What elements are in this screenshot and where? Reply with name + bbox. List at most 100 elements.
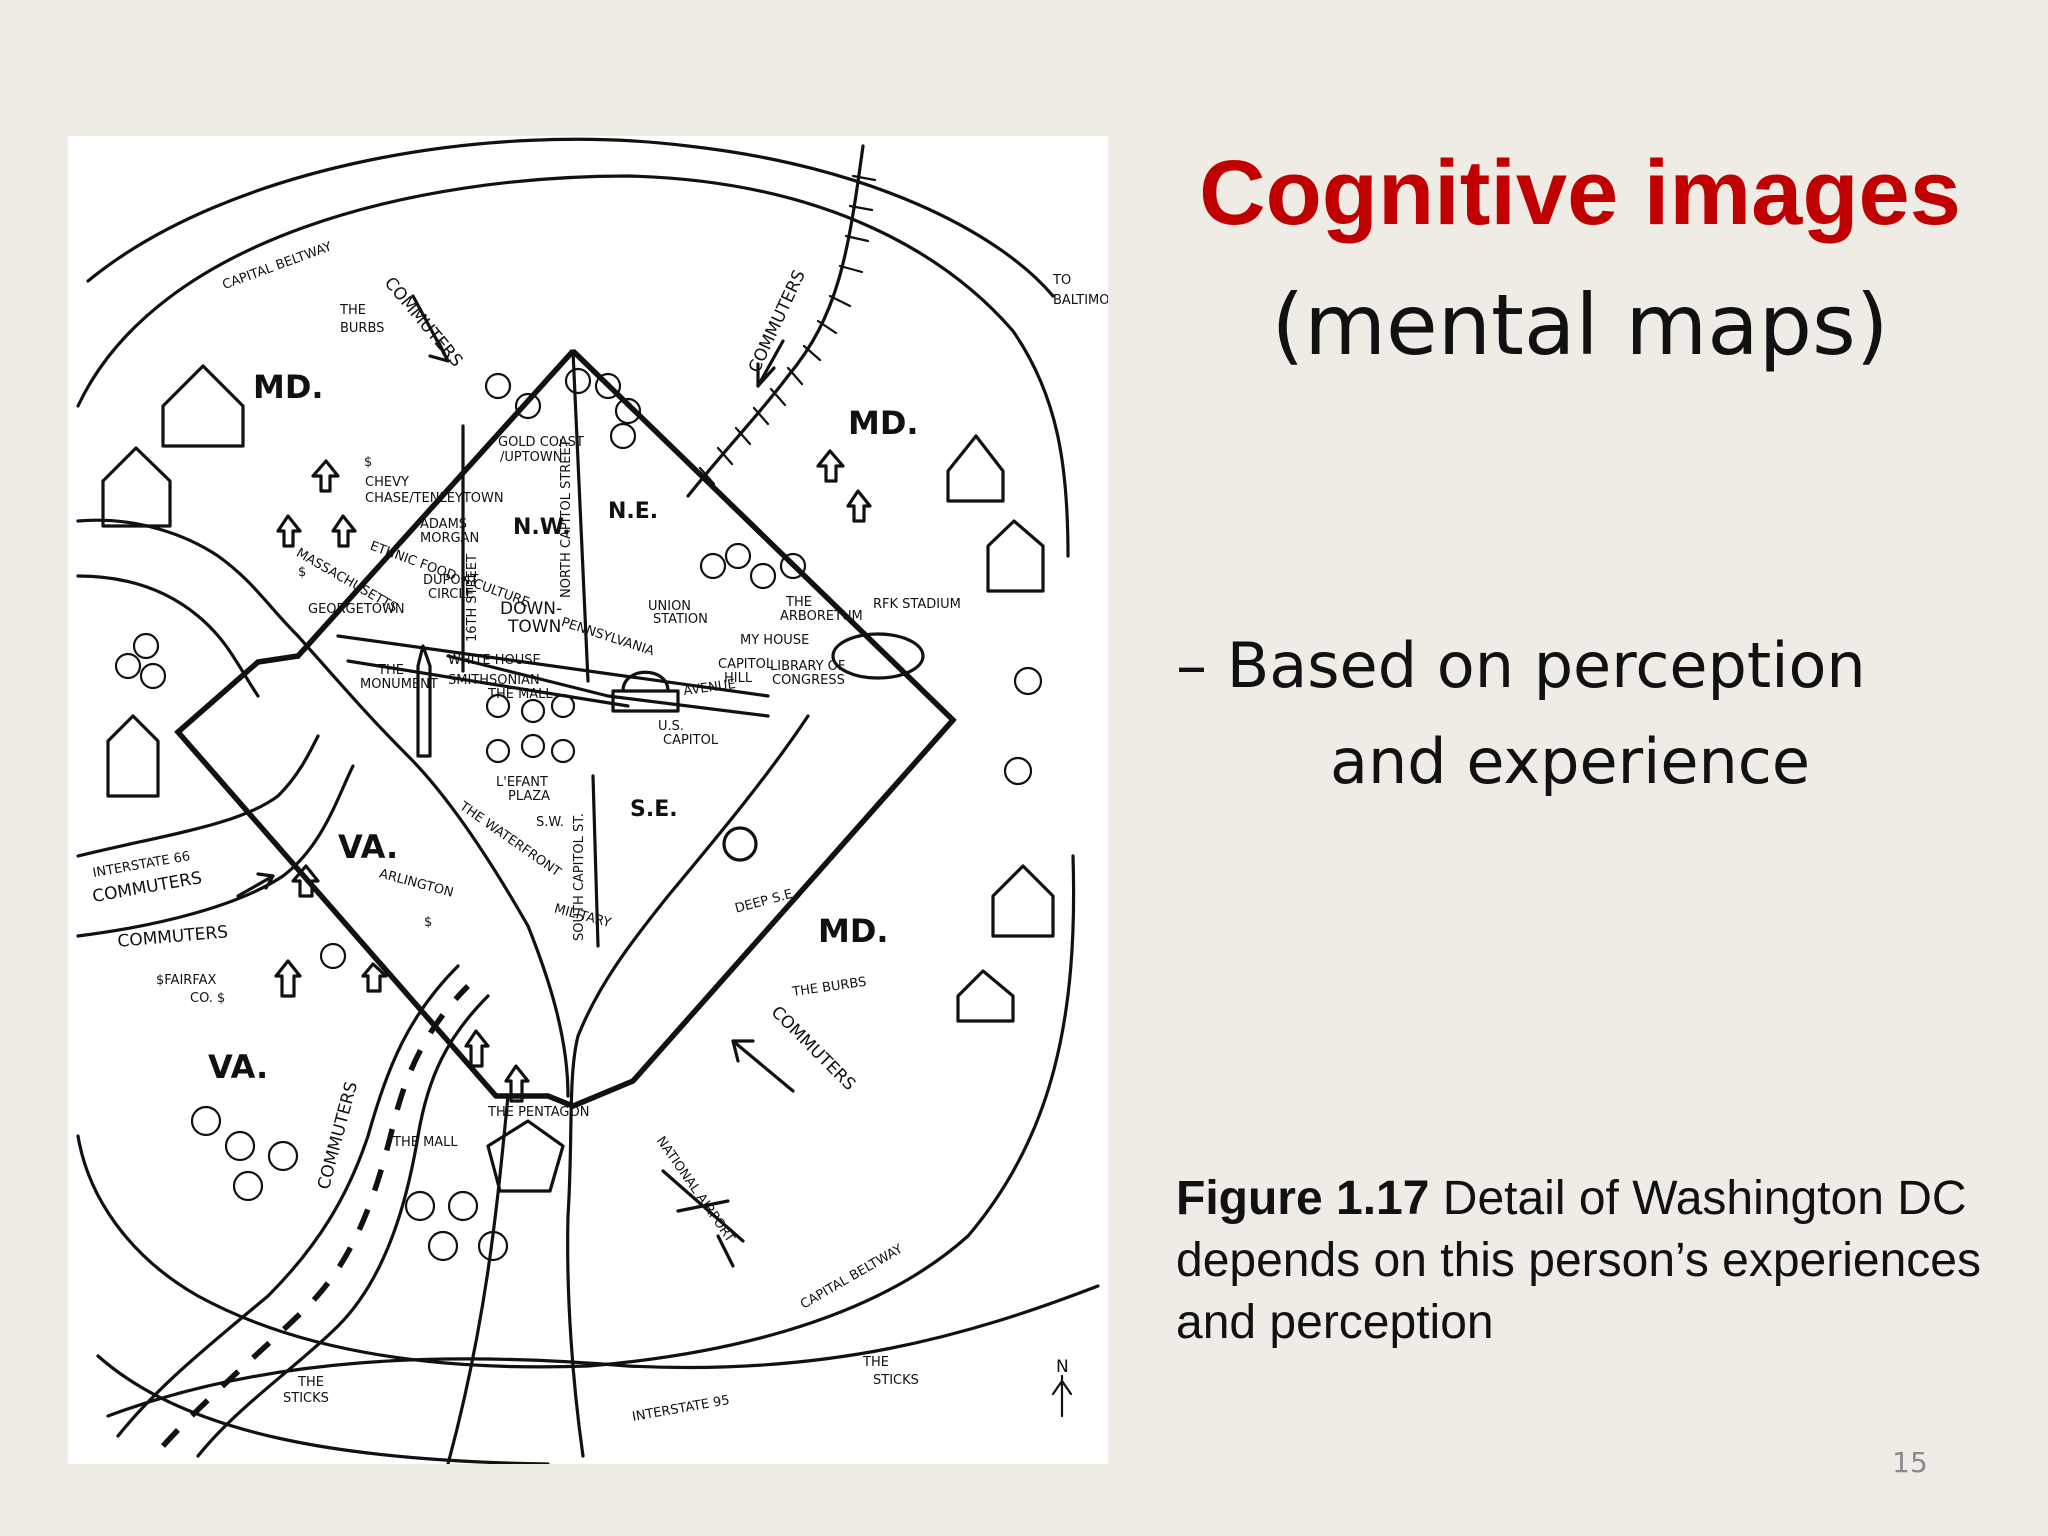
label-pentagon: THE PENTAGON	[487, 1105, 589, 1120]
label-fairfax-2: CO. $	[190, 991, 225, 1006]
label-gold-coast-2: /UPTOWN	[500, 450, 563, 465]
label-gold-coast-1: GOLD COAST	[498, 435, 584, 450]
railroad-line	[686, 144, 865, 498]
label-the-burbs-2: BURBS	[340, 321, 384, 336]
label-union-station-2: STATION	[653, 612, 708, 627]
label-white-house: WHITE HOUSE	[448, 653, 541, 668]
capital-beltway-inner	[76, 174, 1070, 558]
label-capitol-hill-2: HILL	[724, 671, 753, 686]
pennsylvania-avenue	[446, 654, 770, 718]
label-arlington: ARLINGTON	[377, 866, 455, 900]
label-monument-1: THE	[377, 663, 404, 678]
potomac-river-south	[526, 924, 570, 1098]
river-trunk-left	[446, 1094, 510, 1464]
pentagon-icon	[486, 1119, 565, 1193]
label-ne: N.E.	[608, 499, 658, 524]
label-interstate95: INTERSTATE 95	[631, 1393, 731, 1425]
label-my-house: MY HOUSE	[740, 633, 809, 648]
label-the-sticks-left-1: THE	[297, 1375, 324, 1390]
label-library-2: CONGRESS	[772, 673, 845, 688]
capitol-icon	[611, 670, 680, 713]
bullet-line-2: and experience	[1330, 725, 1810, 798]
label-lenfant-1: L'EFANT	[496, 775, 548, 790]
rfk-stadium-icon	[831, 632, 925, 680]
capital-beltway-outer	[86, 137, 1055, 298]
interstate-66-south	[76, 764, 355, 938]
airplane-icon	[661, 1169, 745, 1268]
national-mall	[336, 634, 770, 698]
anacostia-river	[566, 714, 810, 1458]
capital-beltway-lower	[76, 854, 1076, 1369]
label-pennsylvania: PENNSYLVANIA	[559, 615, 656, 659]
label-commuters-va: COMMUTERS	[314, 1080, 362, 1192]
label-north-capitol: NORTH CAPITOL STREET	[559, 439, 574, 598]
railroad-ties	[698, 174, 877, 486]
interstate-95	[106, 1284, 1100, 1418]
label-the-sticks-left-2: STICKS	[283, 1391, 329, 1406]
label-the-burbs-1: THE	[339, 303, 366, 318]
caption-label: Figure 1.17	[1176, 1172, 1430, 1225]
va-highway-dashes	[160, 984, 470, 1448]
commuters-arrow-nw	[411, 294, 450, 363]
label-lenfant-2: PLAZA	[508, 789, 550, 804]
label-to-baltimore-1: TO	[1052, 273, 1071, 288]
label-adams-morgan-2: MORGAN	[420, 531, 479, 546]
label-dollar-3: $	[424, 915, 432, 930]
caption-text: Detail of Washington DC depends on this …	[1176, 1172, 1981, 1349]
label-va-inner: VA.	[338, 828, 398, 866]
label-library-1: LIBRARY OF	[770, 659, 845, 674]
slide-title: Cognitive images	[1199, 142, 1961, 244]
north-arrow-icon	[1051, 1374, 1073, 1418]
monument-icon	[416, 644, 432, 758]
label-md-nw: MD.	[253, 368, 324, 406]
commuters-arrow-i66	[236, 872, 275, 898]
north-capitol-street	[571, 349, 590, 683]
label-the-burbs-se: THE BURBS	[790, 975, 867, 1000]
label-to-baltimore-2: BALTIMORE	[1053, 293, 1108, 308]
label-dollar-2: $	[298, 565, 306, 580]
label-georgetown: GEORGETOWN	[308, 602, 405, 617]
potomac-river-east-bank	[76, 574, 260, 698]
interstate-66-north	[76, 734, 320, 858]
label-us-capitol-2: CAPITOL	[663, 733, 719, 748]
label-smithsonian: SMITHSONIAN	[448, 673, 540, 688]
label-the-sticks-right-2: STICKS	[873, 1373, 919, 1388]
bullet-line-1: Based on perception	[1226, 629, 1866, 702]
label-the-mall: THE MALL	[487, 687, 553, 702]
label-arboretum-1: THE	[785, 595, 812, 610]
label-sixteenth-street: 16TH STREET	[465, 554, 480, 642]
label-dupont-circle-2: CIRCLE	[428, 587, 474, 602]
label-md-se: MD.	[818, 912, 889, 950]
label-dupont-circle-1: DUPONT	[423, 573, 478, 588]
label-fairfax-1: $FAIRFAX	[156, 973, 216, 988]
house-icons	[101, 364, 1055, 1103]
va-highway-east	[196, 994, 490, 1458]
label-se: S.E.	[630, 797, 678, 822]
south-capitol-street	[591, 774, 600, 948]
label-us-capitol-1: U.S.	[658, 719, 684, 734]
mental-map-figure: CAPITAL BELTWAY TO BALTIMORE THE BURBS C…	[68, 136, 1108, 1464]
label-national-airport: NATIONAL AIRPORT	[653, 1134, 737, 1245]
label-arboretum-2: ARBORETUM	[780, 609, 863, 624]
label-sw: S.W.	[536, 815, 564, 830]
page-number: 15	[1892, 1446, 1928, 1479]
label-md-ne: MD.	[848, 404, 919, 442]
commuters-arrow-se	[731, 1039, 795, 1093]
figure-caption: Figure 1.17 Detail of Washington DC depe…	[1176, 1168, 2036, 1354]
bullet-dash: –	[1176, 629, 1207, 702]
label-capital-beltway-top: CAPITAL BELTWAY	[220, 239, 334, 293]
label-adams-morgan-1: ADAMS	[420, 517, 467, 532]
label-north: N	[1056, 1357, 1069, 1377]
label-chevy-chase-2: CHASE/TENLEYTOWN	[365, 491, 504, 506]
skull-icon	[722, 826, 758, 862]
tree-icons	[114, 367, 1043, 1262]
label-downtown-2: TOWN	[507, 617, 561, 637]
label-the-mall-va: THE MALL	[392, 1135, 458, 1150]
label-union-station-1: UNION	[648, 599, 691, 614]
label-chevy-chase-1: CHEVY	[365, 475, 409, 490]
outer-ring-bottom	[96, 1354, 550, 1464]
label-monument-2: MONUMENT	[360, 677, 438, 692]
label-rfk: RFK STADIUM	[873, 597, 961, 612]
label-capital-beltway-bottom: CAPITAL BELTWAY	[798, 1242, 905, 1313]
label-dollar-1: $	[364, 455, 372, 470]
